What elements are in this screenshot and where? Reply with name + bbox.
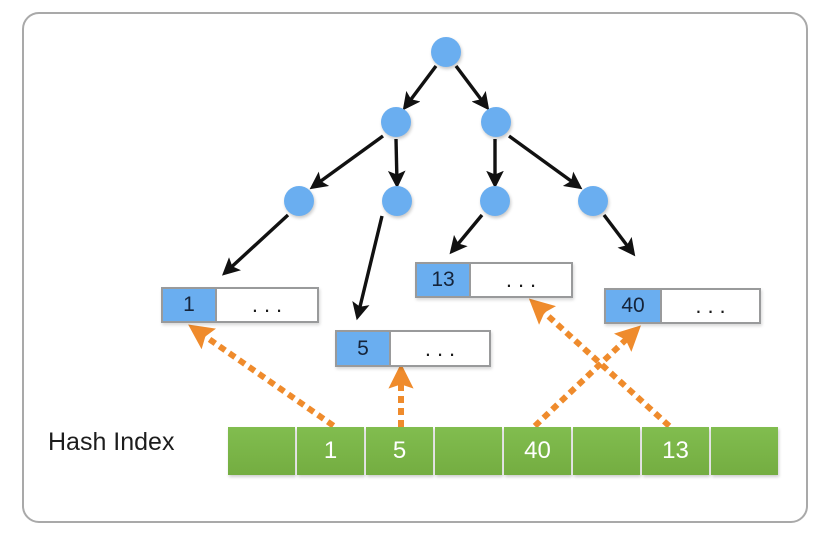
- tree-node-internal-right[interactable]: [481, 107, 511, 137]
- hash-cell-2[interactable]: 5: [366, 427, 433, 475]
- tree-node-leaf-4[interactable]: [578, 186, 608, 216]
- record-key-40: 40: [606, 290, 662, 322]
- hash-cell-5[interactable]: [573, 427, 640, 475]
- edge-n1-to-leaf2: [387, 138, 406, 189]
- edge-root-to-n2: [454, 64, 490, 111]
- hash-pointer-arrows: [188, 298, 672, 429]
- tree-node-internal-left[interactable]: [381, 107, 411, 137]
- edge-leaf3-to-record13: [449, 213, 484, 255]
- hash-cell-6[interactable]: 13: [642, 427, 709, 475]
- tree-node-leaf-2[interactable]: [382, 186, 412, 216]
- record-box-13[interactable]: 13 ...: [415, 262, 573, 298]
- edge-leaf1-to-record1: [221, 213, 290, 276]
- hash-cell-3[interactable]: [435, 427, 502, 475]
- hash-cell-1[interactable]: 1: [297, 427, 364, 475]
- record-key-1: 1: [163, 289, 217, 321]
- tree-edges: [221, 64, 636, 321]
- hash-cell-7[interactable]: [711, 427, 778, 475]
- record-ellipsis-1: ...: [251, 292, 289, 317]
- edge-n1-to-leaf1: [309, 134, 384, 190]
- record-box-1[interactable]: 1 ...: [161, 287, 319, 323]
- record-ellipsis-13: ...: [505, 267, 543, 292]
- hash-cell-4[interactable]: 40: [504, 427, 571, 475]
- tree-node-root[interactable]: [431, 37, 461, 67]
- tree-node-leaf-3[interactable]: [480, 186, 510, 216]
- record-box-40[interactable]: 40 ...: [604, 288, 761, 324]
- hash-index-label: Hash Index: [48, 428, 175, 456]
- pointer-cell13-to-record13: [528, 298, 672, 429]
- record-ellipsis-5: ...: [424, 335, 462, 361]
- edge-leaf4-to-record40: [602, 213, 636, 257]
- hash-cell-0[interactable]: [228, 427, 295, 475]
- tree-node-leaf-1[interactable]: [284, 186, 314, 216]
- pointer-cell40-to-record40: [532, 325, 641, 429]
- record-key-13: 13: [417, 264, 471, 296]
- edge-root-to-n1: [402, 64, 438, 111]
- record-ellipsis-40: ...: [695, 293, 732, 318]
- edge-leaf2-to-record5: [352, 215, 384, 321]
- pointer-cell1-to-record1: [188, 324, 336, 429]
- record-box-5[interactable]: 5 ...: [335, 330, 491, 367]
- edge-n2-to-leaf4: [508, 134, 583, 190]
- record-key-5: 5: [337, 332, 391, 365]
